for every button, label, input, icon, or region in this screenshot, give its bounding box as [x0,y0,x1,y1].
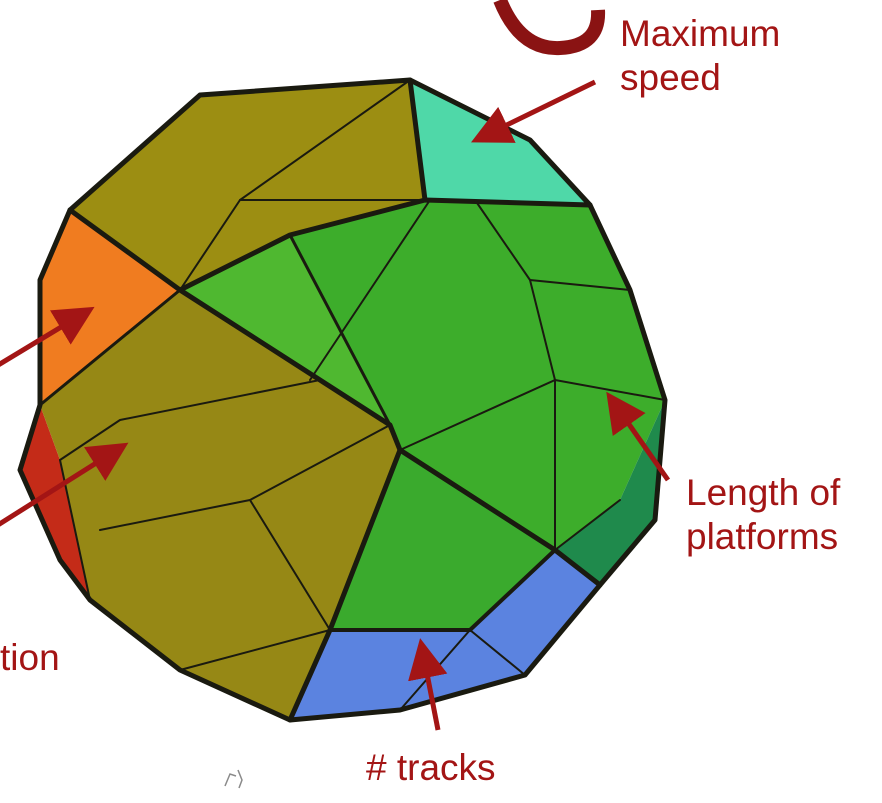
label-length-of-platforms: Length of platforms [686,471,840,559]
label-maximum-speed: Maximum speed [620,12,780,100]
label-maximum-speed-line2: speed [620,56,780,100]
label-length-line2: platforms [686,515,840,559]
label-location-text: tion [0,636,60,680]
label-maximum-speed-line1: Maximum [620,12,780,56]
label-tracks: # tracks [366,746,496,790]
arrow-max-speed [480,82,595,138]
label-location-partial: tion [0,636,60,680]
label-tracks-text: # tracks [366,746,496,790]
sketch-marks [225,770,242,788]
label-length-line1: Length of [686,471,840,515]
title-fragment-letter [500,0,598,48]
